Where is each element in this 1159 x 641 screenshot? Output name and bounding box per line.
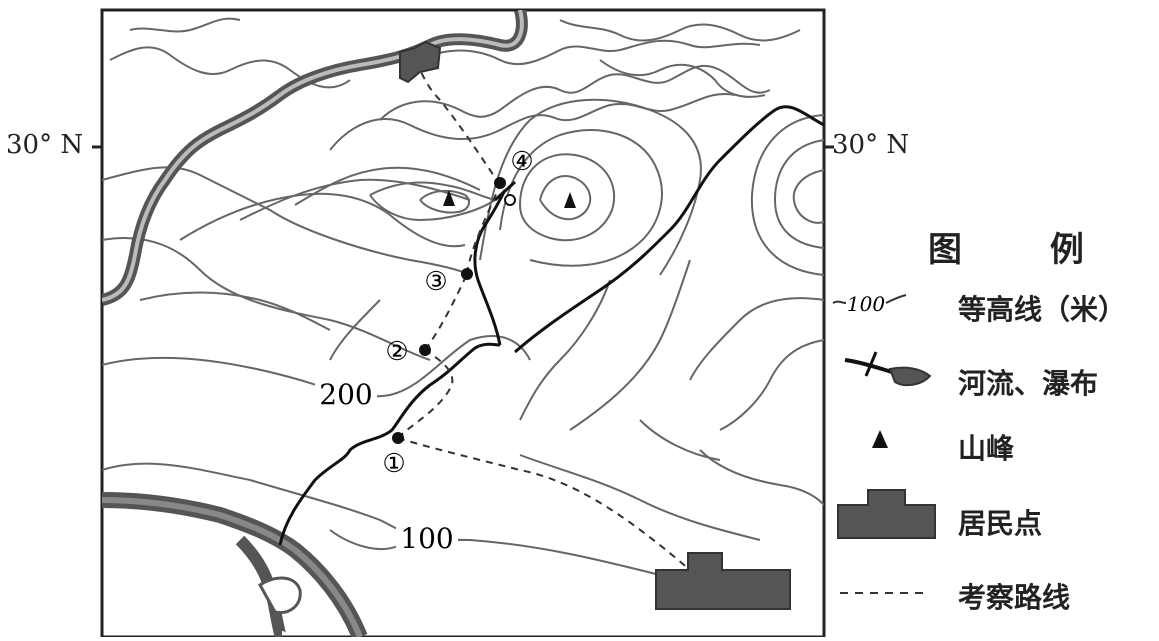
route-line [397,437,691,571]
legend-label-river: 河流、瀑布 [958,367,1099,400]
contour-line [129,17,241,33]
contour-line [539,175,592,221]
route-point-4-label: ④ [510,147,533,177]
contour-line [179,192,466,248]
contour-line [329,93,736,151]
legend-title: 图 例 [928,230,1122,270]
river-tributary-east [514,105,824,354]
contour-line [569,259,691,431]
contour-line [519,454,761,541]
legend-lake-icon [888,366,932,387]
contour-label-bg [315,380,377,408]
contour-line [639,419,721,461]
legend-contour-value: 100 [847,292,885,316]
contour-line [329,299,381,361]
peak-icon [564,192,576,208]
settlement-icon [399,40,442,84]
legend-symbols: 100 [832,292,936,594]
legend-label-route: 考察路线 [958,581,1071,614]
route-point-2-dot [419,344,431,356]
route-line [419,69,501,186]
legend-label-contour: 等高线（米） [958,293,1127,326]
latitude-label-left: 30° N [6,130,84,160]
river-tributary-west [473,189,507,346]
settlement-icon [655,552,791,610]
contour-line [499,128,663,267]
route-line [397,349,454,439]
route-line [466,184,501,275]
contour-line [699,449,824,506]
river-tributary [278,342,501,546]
legend-waterfall-icon [864,351,878,377]
contour-line [750,114,824,276]
contour-line [419,189,471,214]
contour-line [102,462,661,576]
route-point-2-label: ② [385,337,408,367]
contour-line [329,529,401,550]
contour-label-100: 100 [400,522,453,555]
contour-line [599,59,766,98]
latitude-label-right: 30° N [832,130,910,160]
contour-line [519,153,616,242]
peak-icon [443,190,455,206]
waterfall-icon [493,180,517,202]
route-point-3-dot [461,268,473,280]
contour-line [102,335,531,398]
legend-contour-left-icon [832,300,847,304]
contour-line [294,166,481,206]
legend-river-icon [844,358,893,374]
contour-line [559,19,801,42]
legend-settlement-icon [837,489,936,539]
contour-label-200: 200 [319,378,372,411]
contour-line [792,169,824,224]
contour-line [773,139,824,249]
contour-label-bg [396,524,458,552]
legend-label-peak: 山峰 [958,432,1015,465]
route-line [424,273,468,351]
route-point-1-label: ① [382,449,405,479]
contour-line [419,39,761,66]
contour-line [102,237,431,361]
contour-line [519,279,611,421]
waterfall-pool [504,194,516,206]
route-point-1-dot [392,432,404,444]
map-frame [100,8,826,639]
legend-label-settlement: 居民点 [958,507,1043,540]
legend-peak-icon [872,430,888,448]
route-point-4-dot [494,177,506,189]
legend-contour-right-icon [885,294,907,304]
route-point-3-label: ③ [424,267,447,297]
contour-line [139,291,331,331]
contour-line [719,339,824,431]
contour-line [379,64,771,121]
contour-line [689,297,824,381]
